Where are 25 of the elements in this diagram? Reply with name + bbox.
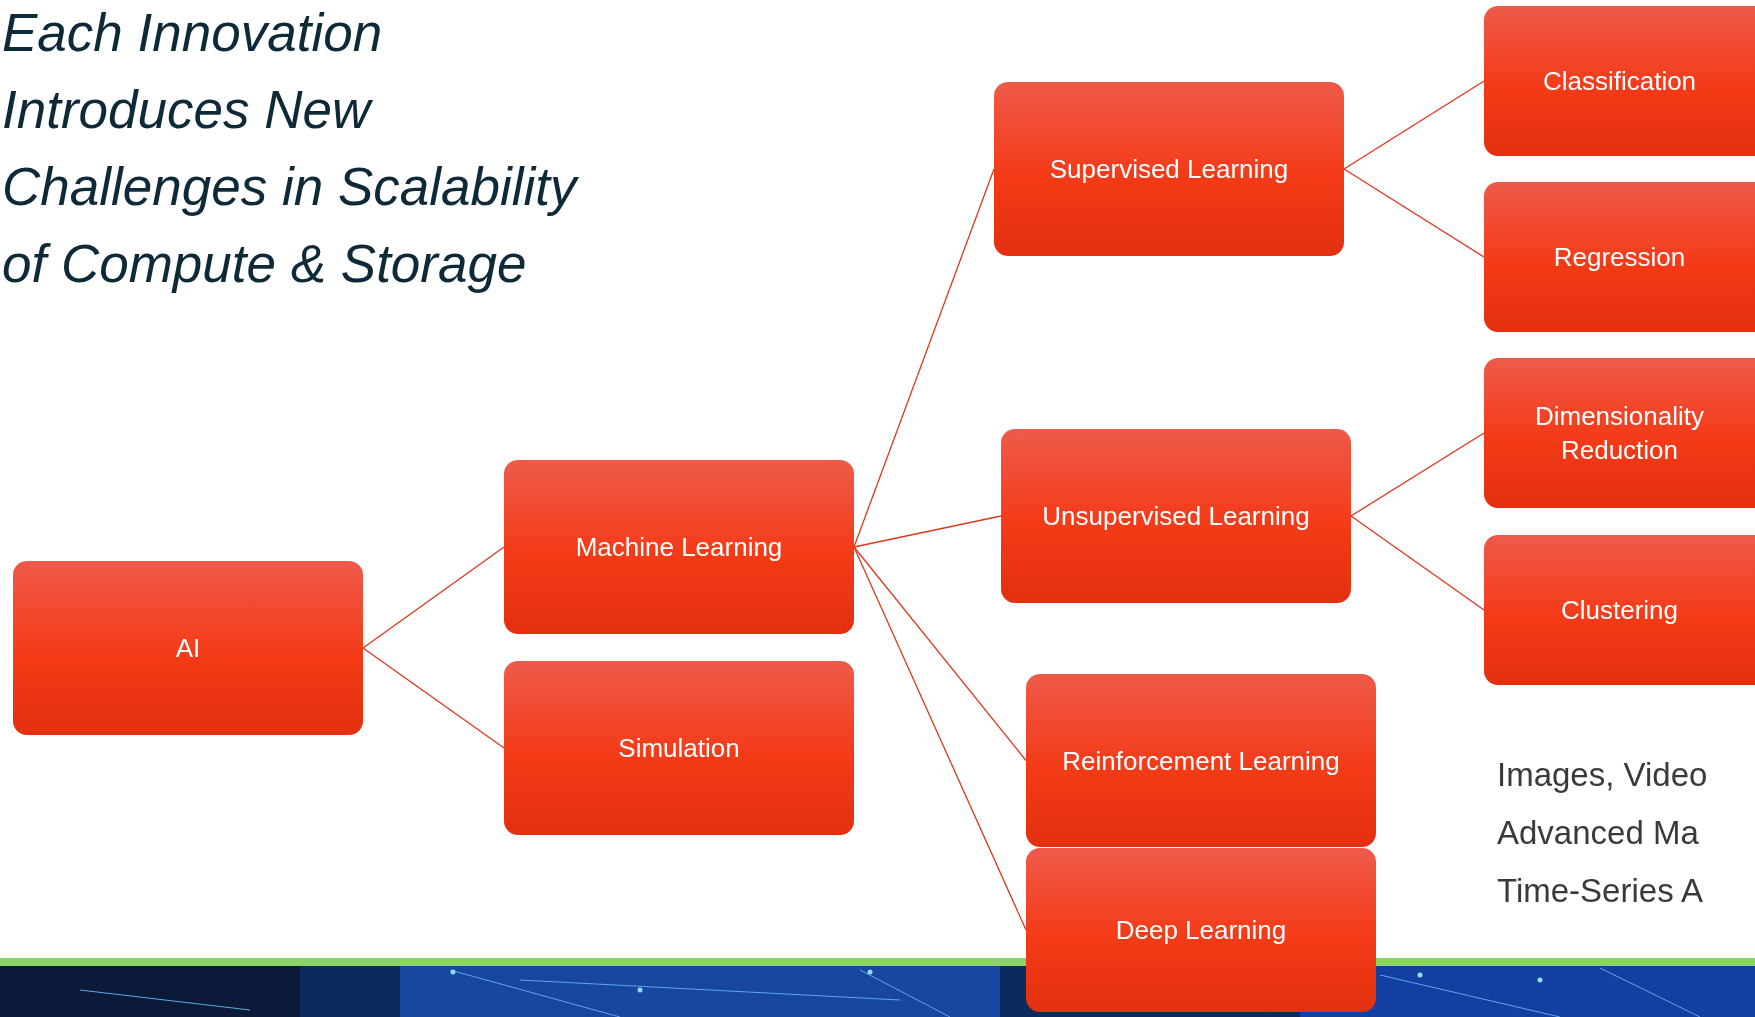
process-box: Regression [1484,182,1755,332]
process-box: Classification [1484,6,1755,156]
process-box: AI [13,561,363,735]
connector-line [362,546,505,649]
process-box: Simulation [504,661,854,835]
process-box: Supervised Learning [994,82,1344,256]
connector-line [853,168,995,548]
connector-line [853,546,1027,931]
connector-line [1343,80,1485,170]
connector-line [1350,515,1485,611]
process-box: Unsupervised Learning [1001,429,1351,603]
process-box: Reinforcement Learning [1026,674,1376,847]
connector-line [362,647,505,749]
connector-line [1350,432,1485,517]
connector-line [853,515,1002,548]
process-box: Dimensionality Reduction [1484,358,1755,508]
process-box: Clustering [1484,535,1755,685]
note-text: Advanced Ma [1497,814,1699,852]
process-box: Deep Learning [1026,848,1376,1012]
slide-title: Each Innovation Introduces New Challenges in Scalability of Compute & Storage [2,2,580,295]
process-box: Machine Learning [504,460,854,634]
note-text: Time-Series A [1497,872,1703,910]
connector-line [853,546,1027,762]
note-text: Images, Video [1497,756,1708,794]
connector-line [1343,168,1485,258]
